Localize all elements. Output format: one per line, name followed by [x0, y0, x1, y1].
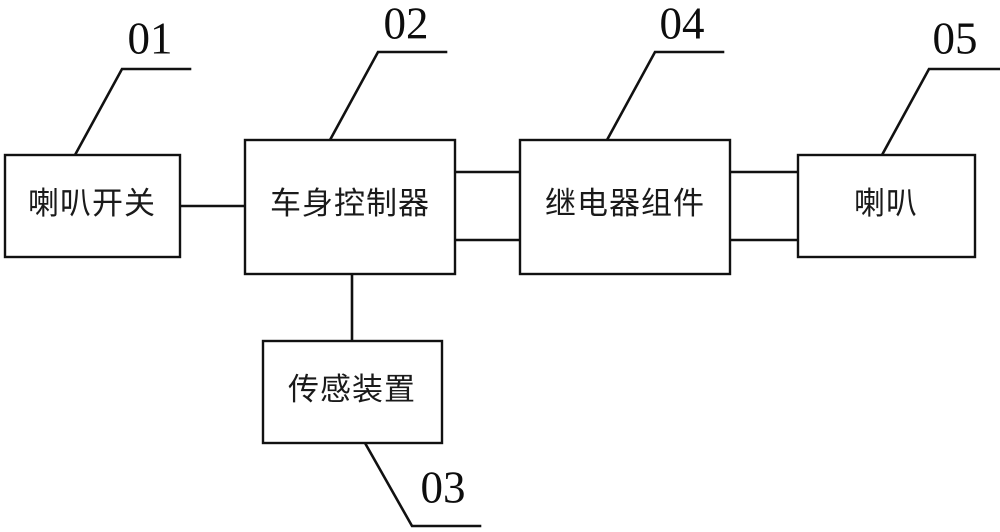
- leader-line-05: [880, 67, 1000, 157]
- block-body-controller-label: 车身控制器: [270, 186, 430, 221]
- reference-numbers: 01 02 03 04 05: [128, 0, 978, 512]
- leader-line-02: [328, 50, 448, 142]
- reference-number-05: 05: [933, 13, 978, 63]
- reference-leader-lines: [73, 50, 1000, 528]
- block-horn-switch[interactable]: 喇叭开关: [3, 153, 182, 259]
- leader-line-04: [605, 50, 725, 142]
- block-horn-label: 喇叭: [854, 186, 918, 221]
- block-sensing-device[interactable]: 传感装置: [261, 339, 444, 445]
- block-relay-assembly-rect[interactable]: [518, 138, 732, 276]
- reference-number-01: 01: [128, 13, 173, 63]
- leader-line-01: [73, 67, 192, 157]
- block-horn-switch-label: 喇叭开关: [28, 186, 156, 221]
- reference-number-02: 02: [384, 0, 429, 48]
- block-relay-assembly[interactable]: 继电器组件: [518, 138, 732, 276]
- block-body-controller[interactable]: 车身控制器: [243, 138, 457, 276]
- reference-number-04: 04: [660, 0, 705, 48]
- block-horn[interactable]: 喇叭: [796, 153, 977, 259]
- reference-number-03: 03: [421, 462, 466, 512]
- block-sensing-device-label: 传感装置: [288, 372, 416, 407]
- block-horn-switch-rect[interactable]: [3, 153, 182, 259]
- leader-line-03: [363, 441, 482, 528]
- block-sensing-device-rect[interactable]: [261, 339, 444, 445]
- block-body-controller-rect[interactable]: [243, 138, 457, 276]
- block-relay-assembly-label: 继电器组件: [545, 186, 705, 221]
- connector-lines: [178, 170, 800, 343]
- diagram-blocks: 喇叭开关 车身控制器 传感装置 继电器组件 喇叭: [3, 138, 977, 445]
- block-horn-rect[interactable]: [796, 153, 977, 259]
